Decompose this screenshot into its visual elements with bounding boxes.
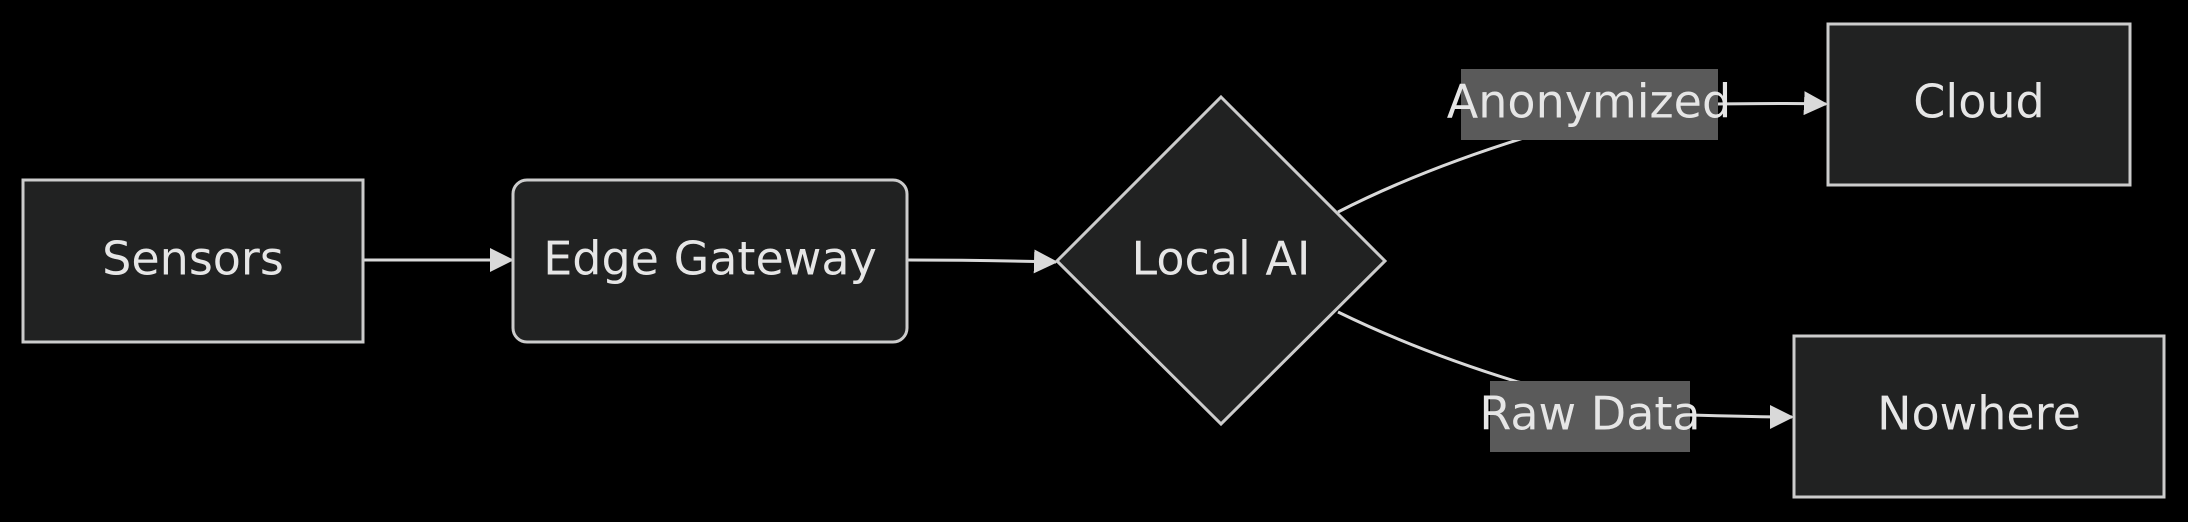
edge-label-background (1490, 381, 1690, 452)
node-sensors-label: Sensors (102, 232, 284, 286)
node-edge-gateway[interactable]: Edge Gateway (511, 178, 909, 344)
node-cloud-box (1826, 22, 2132, 187)
node-nowhere[interactable]: Nowhere (1792, 334, 2166, 499)
node-local-ai-diamond (1054, 94, 1388, 427)
node-edge-gateway-box (511, 178, 909, 344)
node-nowhere-box (1792, 334, 2166, 499)
edge-label-raw-data: Raw Data (1479, 381, 1701, 452)
edge-label-background (1461, 69, 1718, 140)
edge-edge-gateway-to-local-ai (907, 249, 1058, 274)
node-edge-gateway-label: Edge Gateway (543, 232, 877, 286)
node-cloud-label: Cloud (1913, 75, 2044, 129)
node-sensors-box (21, 178, 365, 344)
node-local-ai[interactable]: Local AI (1054, 94, 1388, 427)
node-local-ai-label: Local AI (1132, 232, 1311, 286)
node-nowhere-label: Nowhere (1877, 387, 2081, 441)
edge-label-text: Raw Data (1479, 387, 1700, 441)
node-cloud[interactable]: Cloud (1826, 22, 2132, 187)
edge-label-text: Anonymized (1447, 75, 1731, 129)
edge-label-anonymized: Anonymized (1447, 69, 1731, 140)
node-sensors[interactable]: Sensors (21, 178, 365, 344)
